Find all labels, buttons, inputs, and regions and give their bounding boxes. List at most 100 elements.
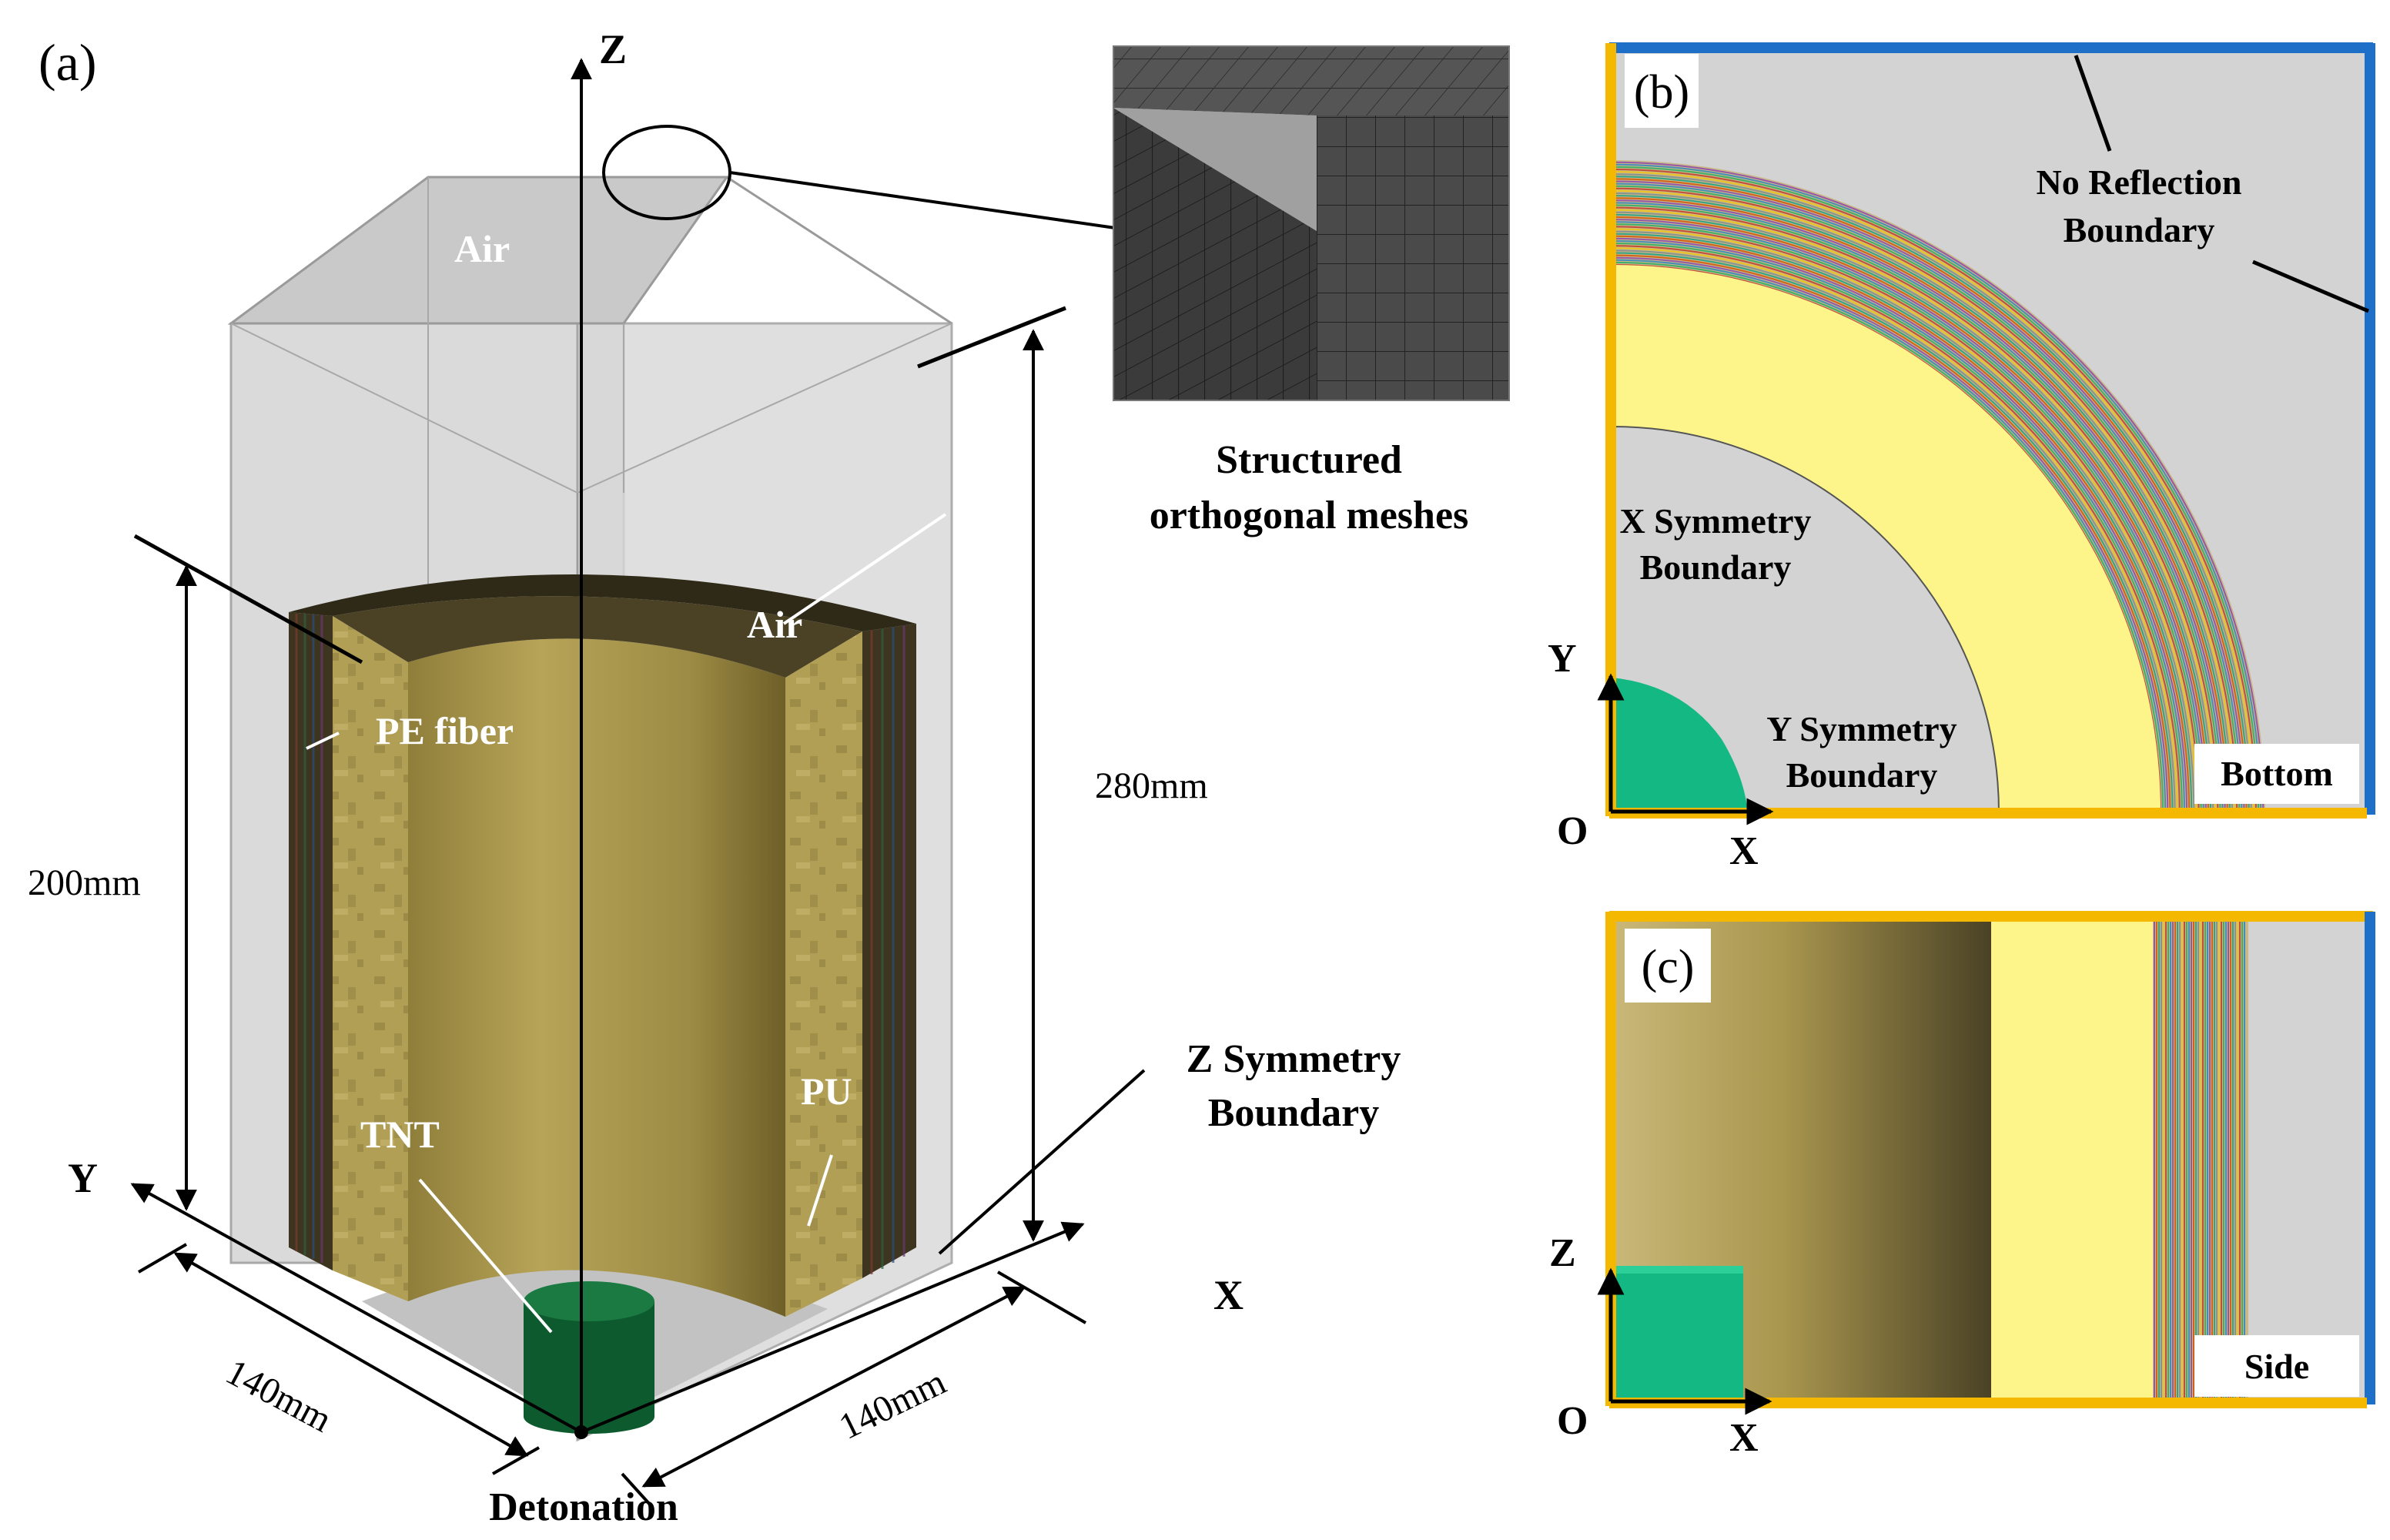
cylinder-cutaway	[289, 574, 916, 1434]
no-reflection-line2: Boundary	[2064, 210, 2215, 249]
pe-fiber-layer-arc	[1612, 199, 2226, 813]
origin-label-c: O	[1557, 1399, 1588, 1443]
panel-c: (c) Z X O Side	[1549, 911, 2375, 1460]
dim-140-right-label: 140mm	[833, 1361, 952, 1448]
pe-fiber-layer-arc	[1612, 206, 2219, 813]
pe-fiber-label: PE fiber	[376, 709, 514, 752]
panel-b-tag-box	[1625, 54, 1699, 128]
axis-label-x-a: X	[1213, 1272, 1244, 1318]
panel-c-tag: (c)	[1642, 941, 1695, 993]
pe-fiber-layer-arc	[1612, 221, 2204, 813]
pe-fiber-layer-arc	[1612, 166, 2260, 813]
mesh-caption-line1: Structured	[1216, 438, 1402, 482]
bottom-view-layers	[1612, 160, 2265, 813]
z-sym-line2: Boundary	[1208, 1091, 1380, 1135]
zoom-callout-line	[729, 171, 1116, 229]
pe-fiber-layer-arc	[1612, 192, 2233, 813]
dim-140-right-tick	[621, 1472, 653, 1508]
pe-fiber-layer-arc	[1612, 256, 2169, 813]
dim-140-left-tick2	[492, 1446, 540, 1475]
panel-a: Z Structured orthogonal meshes (a) Air A…	[28, 26, 1510, 1529]
panel-a-tag: (a)	[38, 33, 96, 92]
no-reflection-line1: No Reflection	[2037, 162, 2242, 202]
dim-140-left-label: 140mm	[219, 1351, 338, 1441]
air-label-inner: Air	[747, 603, 802, 646]
pe-fiber-layer-arc	[1612, 254, 2171, 813]
pe-fiber-layer-arc	[1612, 189, 2236, 813]
mesh-caption-line2: orthogonal meshes	[1150, 494, 1469, 537]
pe-fiber-layer-arc	[1612, 243, 2183, 813]
axis-label-x-b: X	[1729, 829, 1759, 873]
air-label-top: Air	[454, 227, 510, 270]
z-sym-line1: Z Symmetry	[1187, 1037, 1401, 1081]
pe-fiber-layer-arc	[1612, 235, 2191, 813]
pe-fiber-layer-arc	[1612, 247, 2178, 813]
pe-fiber-layer-arc	[1612, 163, 2262, 813]
air-inner-leader	[782, 513, 947, 625]
side-view-layers	[1612, 916, 2248, 1403]
no-reflection-leader-1	[2074, 55, 2112, 152]
pe-fiber-layer-arc	[1612, 245, 2181, 813]
panel-b: (b) No Reflection Boundary X Symmetry Bo…	[1548, 42, 2375, 873]
dim-140-left-tick	[137, 1243, 188, 1274]
pe-fiber-layer-arc	[1612, 213, 2212, 813]
axis-label-x-c: X	[1729, 1416, 1759, 1460]
panel-c-tag-box	[1625, 929, 1711, 1003]
side-view-tag: Side	[2244, 1347, 2309, 1386]
x-symmetry-line2: Boundary	[1640, 547, 1792, 587]
pe-fiber-layer-arc	[1612, 178, 2248, 813]
detonation-point	[574, 1425, 588, 1439]
x-symmetry-line1: X Symmetry	[1619, 501, 1811, 541]
pe-fiber-layer-arc	[1612, 202, 2224, 813]
pe-fiber-layer-arc	[1612, 209, 2217, 813]
pe-fiber-layer-arc	[1612, 197, 2228, 813]
pe-fiber-layer-arc	[1612, 233, 2193, 813]
dim-140-right-arrow	[641, 1286, 1026, 1488]
pe-fiber-layer-arc	[1612, 161, 2264, 813]
pe-fiber-layer-arc	[1612, 237, 2188, 813]
z-sym-leader	[938, 1069, 1146, 1255]
tnt-label: TNT	[360, 1113, 440, 1156]
pu-leader	[807, 1154, 833, 1227]
pe-fiber-layer-arc	[1612, 249, 2176, 813]
pe-fiber-layer-arc	[1612, 228, 2198, 813]
dim-140-right-tick2	[996, 1270, 1087, 1324]
y-symmetry-line1: Y Symmetry	[1766, 709, 1957, 748]
side-view-tag-box	[2194, 1335, 2359, 1397]
pe-fiber-layer-arc	[1612, 204, 2221, 813]
pe-fiber-layer-arc	[1612, 230, 2195, 813]
pe-fiber-layer-arc	[1612, 171, 2254, 813]
panel-b-tag: (b)	[1634, 66, 1689, 119]
pe-fiber-layer-arc	[1612, 216, 2209, 813]
mesh-inset	[1113, 45, 1510, 401]
dim-280-guide	[917, 306, 1066, 369]
dim-140-left-arrow	[173, 1252, 529, 1457]
pe-fiber-layer-arc	[1612, 211, 2214, 813]
pe-fiber-layer-arc	[1612, 180, 2245, 813]
pe-fiber-layer-arc	[1612, 187, 2238, 813]
pe-fiber-layer-arc	[1612, 226, 2200, 813]
pe-fiber-layer-arc	[1612, 169, 2257, 813]
pe-fiber-layer-arc	[1612, 252, 2174, 813]
pe-fiber-layer-arc	[1612, 185, 2241, 813]
no-reflection-leader-2	[2252, 259, 2369, 313]
pu-label: PU	[801, 1070, 852, 1113]
pe-fiber-layer-arc	[1612, 259, 2167, 813]
y-symmetry-line2: Boundary	[1786, 755, 1938, 795]
pe-fiber-layer-arc	[1612, 182, 2243, 813]
pe-fiber-layer-arc	[1612, 240, 2185, 813]
pe-fiber-layer-arc	[1612, 223, 2202, 813]
dim-280-label: 280mm	[1095, 765, 1208, 806]
pe-fiber-layer-arc	[1612, 176, 2250, 813]
detonation-label: Detonation	[489, 1485, 678, 1529]
pe-fiber-leader	[306, 732, 340, 750]
tnt-charge-3d	[524, 1281, 654, 1434]
axis-label-z-a: Z	[599, 26, 627, 72]
axis-label-y-a: Y	[68, 1155, 98, 1201]
bottom-view-tag-box	[2194, 744, 2359, 804]
pe-fiber-layer-arc	[1612, 261, 2164, 813]
dim-200-guide	[133, 534, 363, 665]
bottom-view-tag: Bottom	[2221, 754, 2333, 793]
axis-label-y-b: Y	[1548, 637, 1577, 681]
